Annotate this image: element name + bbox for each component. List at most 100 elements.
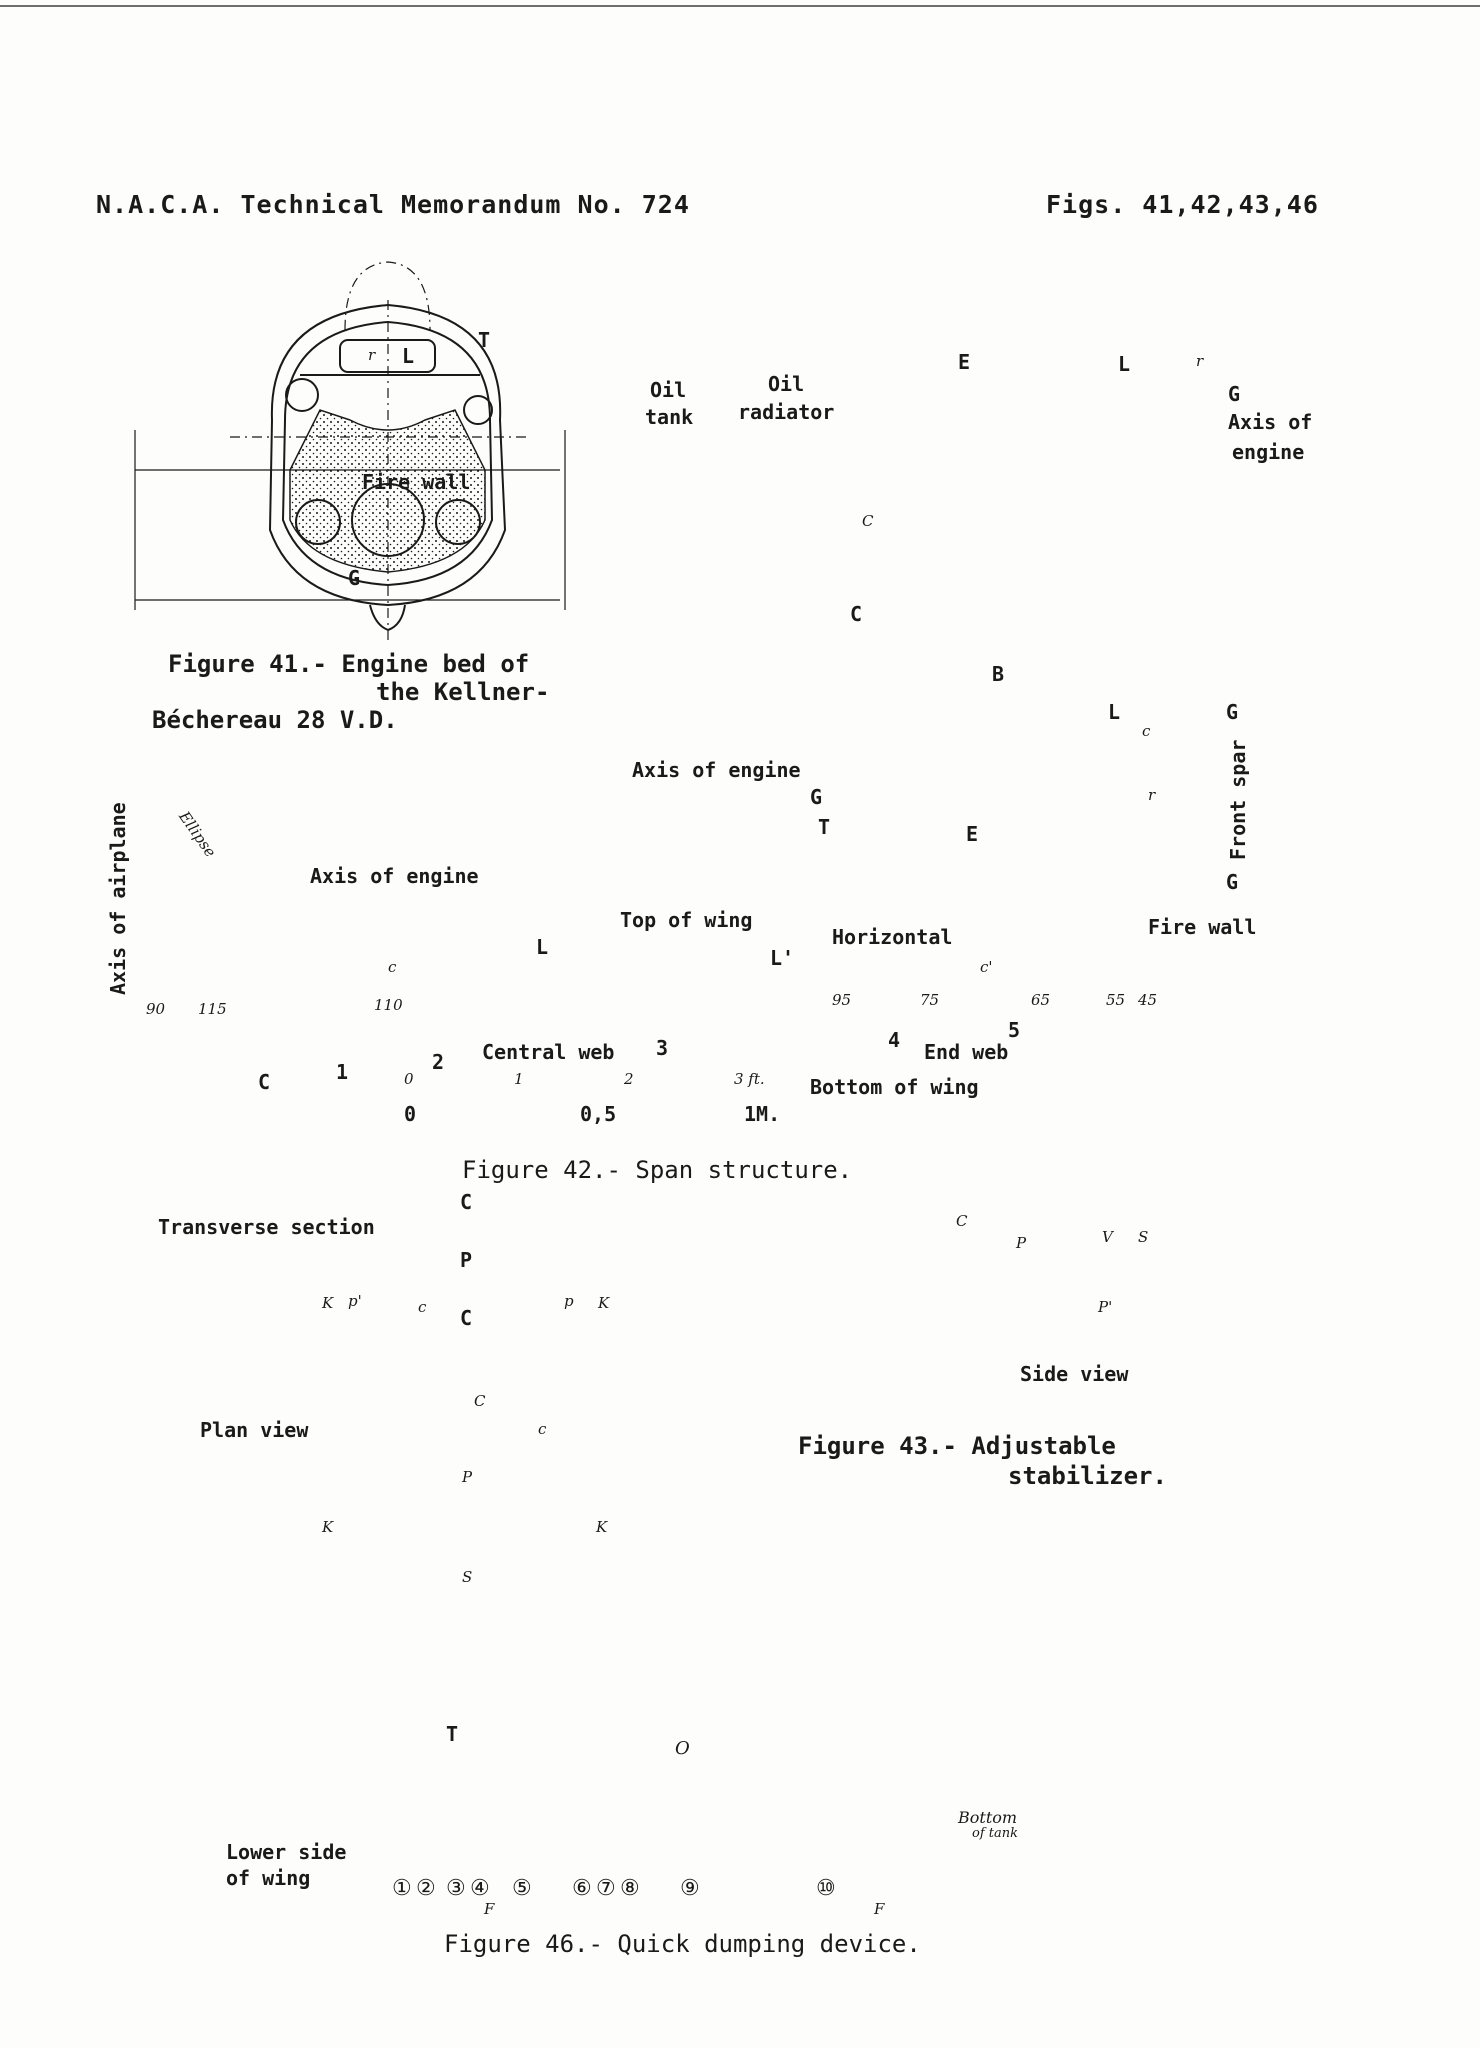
fig42-caption: Figure 42.- Span structure. — [462, 1156, 853, 1184]
bottom-of-tank-label-1: Bottom — [958, 1808, 1018, 1827]
fig41-caption-line1: Figure 41.- Engine bed of — [168, 650, 530, 678]
hole-label: 55 — [1106, 991, 1126, 1009]
span-label-5: 5 — [1008, 1018, 1021, 1042]
fig43-label-p: p — [564, 1292, 574, 1310]
hole-label: 115 — [198, 1000, 227, 1018]
scale-ft-tick: 1 — [514, 1070, 524, 1088]
fig43-plan-label-K-left: K — [322, 1518, 334, 1536]
fig42-plan-label-G2: G — [810, 785, 823, 809]
plan-view-label: Plan view — [200, 1418, 309, 1442]
bottom-of-wing-label: Bottom of wing — [810, 1075, 979, 1099]
fig43-plan-label-S: S — [462, 1568, 473, 1586]
hole-label: 75 — [920, 991, 940, 1009]
fig42-side-label-G: G — [1228, 382, 1241, 406]
fig41-drawing — [134, 261, 566, 640]
fig43-side-label-C: C — [956, 1212, 968, 1230]
fig42-side-label-C2: C — [850, 602, 863, 626]
fig42-plan-label-T: T — [818, 815, 831, 839]
fig42-plan-label-L: L — [1108, 700, 1121, 724]
oil-tank-label-1: Oil — [650, 378, 687, 402]
fig43-label-C-bottom: C — [460, 1306, 473, 1330]
span-label-C: C — [258, 1070, 271, 1094]
fig42-plan-label-G3: G — [1226, 870, 1239, 894]
fig43-side-label-P-prime: P' — [1098, 1298, 1113, 1316]
span-axis-of-engine-label: Axis of engine — [310, 864, 479, 888]
fig43-plan-label-P: P — [462, 1468, 473, 1486]
fig41-fire-wall-label: Fire wall — [362, 470, 471, 494]
fig42-plan-label-c: c — [1142, 722, 1151, 740]
part-number: ① — [392, 1876, 412, 1901]
fig46-label-T: T — [446, 1722, 459, 1746]
span-label-c: c — [388, 958, 397, 976]
part-number: ⑧ — [620, 1876, 640, 1901]
axis-of-airplane-label: Axis of airplane — [106, 802, 130, 995]
scale-ft-tick: 3 ft. — [734, 1070, 765, 1088]
end-web-label: End web — [924, 1040, 1009, 1064]
part-number: ④ — [470, 1876, 490, 1901]
horizontal-label: Horizontal — [832, 925, 953, 949]
fig46-caption: Figure 46.- Quick dumping device. — [444, 1930, 921, 1958]
fig43-label-C-top: C — [460, 1190, 473, 1214]
fig41-caption-line3: Béchereau 28 V.D. — [152, 706, 398, 734]
bottom-of-tank-label-2: of tank — [972, 1826, 1018, 1841]
fig42-side-label-E: E — [958, 350, 971, 374]
fig42-plan-label-B: B — [992, 662, 1005, 686]
scale-m-tick: 1M. — [744, 1102, 781, 1126]
fig41-label-L: L — [402, 344, 415, 368]
part-number: ⑥ — [572, 1876, 592, 1901]
fig43-side-label-V: V — [1102, 1228, 1113, 1246]
oil-radiator-label-1: Oil — [768, 372, 805, 396]
fig43-plan-label-c: c — [538, 1420, 547, 1438]
hole-label: 90 — [146, 1000, 166, 1018]
fig42-plan-label-E: E — [966, 822, 979, 846]
span-label-3: 3 — [656, 1036, 669, 1060]
scale-m-tick: 0,5 — [580, 1102, 617, 1126]
hole-label: 110 — [374, 996, 403, 1014]
lower-side-of-wing-label-2: of wing — [226, 1866, 311, 1890]
part-number: ③ — [446, 1876, 466, 1901]
fig43-caption-line1: Figure 43.- Adjustable — [798, 1432, 1116, 1460]
fig41-label-G: G — [348, 566, 361, 590]
axis-of-engine-label-2: engine — [1232, 440, 1305, 464]
oil-radiator-label-2: radiator — [738, 400, 835, 424]
document-header-title: N.A.C.A. Technical Memorandum No. 724 — [96, 190, 690, 219]
side-view-label: Side view — [1020, 1362, 1129, 1386]
central-web-label: Central web — [482, 1040, 615, 1064]
fig41-caption-line2: the Kellner- — [376, 678, 550, 706]
fig42-plan-label-G1: G — [1226, 700, 1239, 724]
part-number: ⑩ — [816, 1876, 836, 1901]
fig43-label-p-prime: p' — [348, 1292, 362, 1310]
fig43-label-P: P — [460, 1248, 473, 1272]
lower-side-of-wing-label-1: Lower side — [226, 1840, 347, 1864]
scale-m-tick: 0 — [404, 1102, 417, 1126]
span-label-L: L — [536, 935, 549, 959]
transverse-section-label: Transverse section — [158, 1215, 375, 1239]
fig43-plan-label-K-right: K — [596, 1518, 608, 1536]
axis-of-engine-label-1: Axis of — [1228, 410, 1313, 434]
scale-ft-tick: 2 — [624, 1070, 634, 1088]
oil-tank-label-2: tank — [645, 405, 694, 429]
span-label-c-prime: c' — [980, 958, 993, 976]
fig43-caption-line2: stabilizer. — [1008, 1462, 1167, 1490]
part-number: ⑨ — [680, 1876, 700, 1901]
document-header-figs: Figs. 41,42,43,46 — [1046, 190, 1319, 219]
fig41-label-T: T — [478, 328, 491, 352]
span-label-2: 2 — [432, 1050, 445, 1074]
front-spar-label: Front spar — [1226, 739, 1250, 860]
top-of-wing-label: Top of wing — [620, 908, 753, 932]
fig43-side-label-P: P — [1016, 1234, 1027, 1252]
fig43-label-K-left: K — [322, 1294, 334, 1312]
fig41-label-r: r — [368, 346, 376, 364]
fig46-label-F-right: F — [874, 1900, 885, 1918]
fig42-side-label-r: r — [1196, 352, 1204, 370]
span-label-4: 4 — [888, 1028, 901, 1052]
span-label-1: 1 — [336, 1060, 349, 1084]
span-label-L-prime: L' — [770, 946, 795, 970]
fig42-side-label-L: L — [1118, 352, 1131, 376]
fig43-plan-label-C: C — [474, 1392, 486, 1410]
fig42-side-label-C1: C — [862, 512, 874, 530]
fig46-label-O: O — [675, 1738, 690, 1759]
fig46-label-F-left: F — [484, 1900, 495, 1918]
part-number: ⑤ — [512, 1876, 532, 1901]
